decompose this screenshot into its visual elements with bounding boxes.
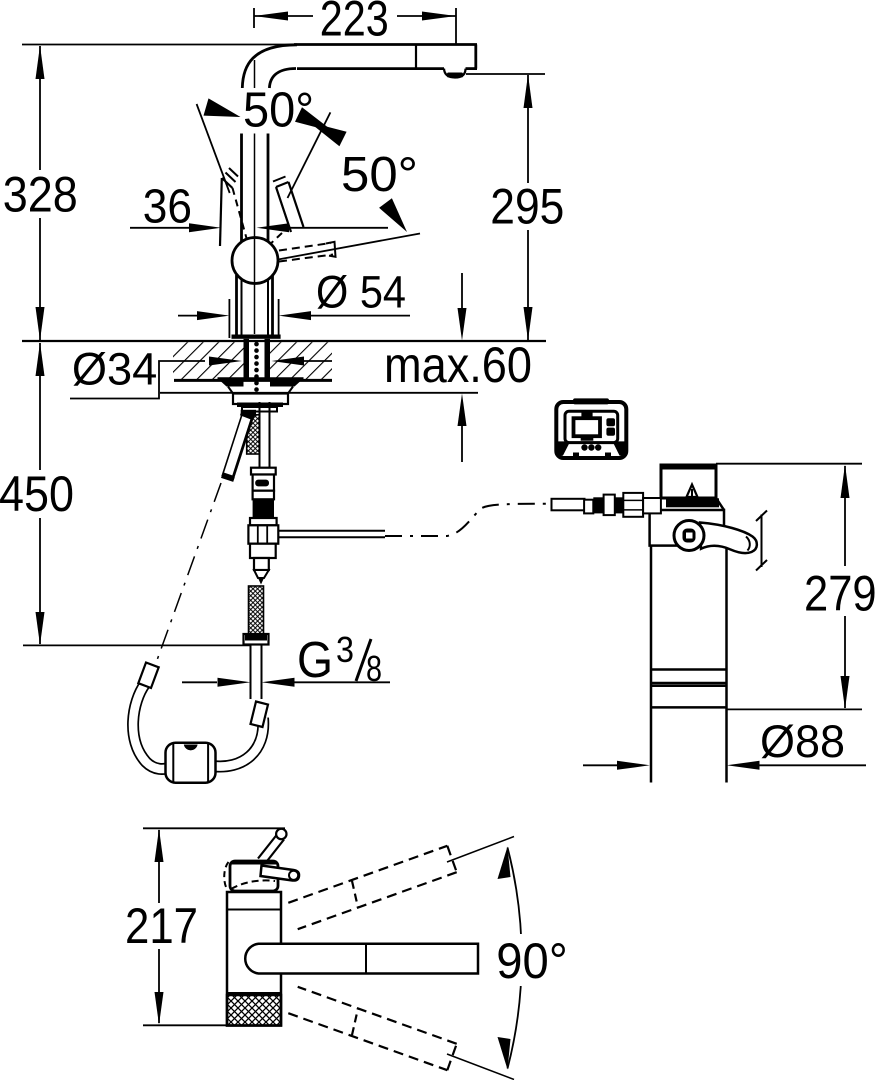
svg-text:36: 36: [143, 180, 192, 233]
svg-text:50°: 50°: [341, 148, 418, 202]
svg-text:223: 223: [320, 0, 389, 46]
svg-text:Ø34: Ø34: [72, 344, 157, 395]
svg-text:8: 8: [366, 648, 382, 689]
svg-text:Ø88: Ø88: [760, 716, 845, 767]
svg-text:3: 3: [336, 629, 354, 670]
svg-text:Ø 54: Ø 54: [316, 267, 406, 318]
svg-text:279: 279: [804, 564, 877, 621]
svg-text:max.60: max.60: [384, 336, 532, 393]
svg-text:328: 328: [3, 165, 78, 222]
svg-text:295: 295: [490, 177, 564, 234]
svg-text:450: 450: [0, 465, 74, 522]
svg-text:G: G: [297, 631, 333, 688]
svg-text:90°: 90°: [496, 932, 567, 989]
svg-text:217: 217: [125, 897, 198, 954]
